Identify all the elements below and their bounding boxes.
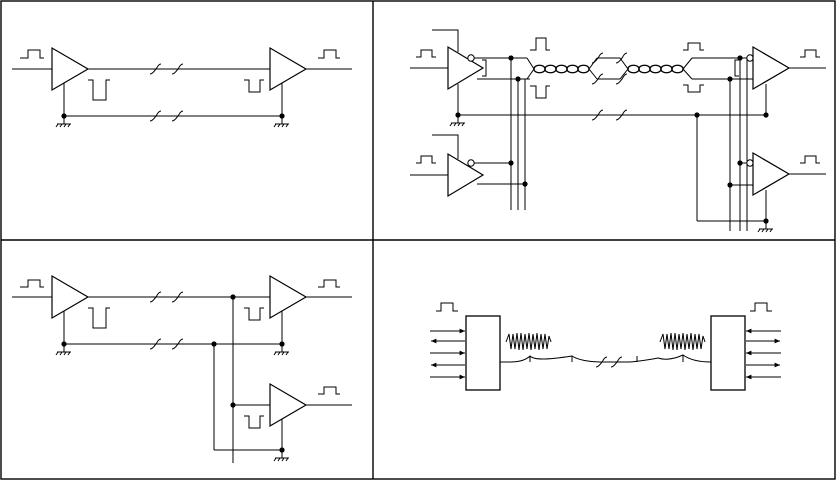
pulse-waveform-icon [530,37,550,51]
inverted-pulse-waveform-icon [683,84,704,93]
inverted-output-circle-icon [467,54,475,62]
ground-symbol-icon [55,116,71,128]
line-break-icon [591,52,628,85]
inverted-pulse-waveform-icon [88,79,110,101]
ground-symbol-icon [273,344,289,356]
enable-line [432,134,459,159]
inverted-pulse-waveform-icon [244,79,264,93]
pulse-waveform-icon [20,279,44,288]
left-device-box [465,315,501,391]
line-break-icon [149,110,184,122]
ground-symbol-icon [449,115,465,127]
right-device-box [710,315,746,391]
input-bracket [734,59,739,77]
inverted-pulse-waveform-icon [244,307,264,321]
pulse-waveform-icon [318,279,340,288]
panel-differential-twisted-pair [410,29,826,233]
inverted-pulse-waveform-icon [88,307,110,329]
receiver-amplifier-icon [269,46,308,92]
pulse-waveform-icon [800,49,820,58]
panel-single-ended-two-receivers [12,274,352,463]
ground-symbol-icon [273,116,289,128]
left-arrow-group [430,328,465,380]
output-bracket [482,59,487,77]
bus-line [500,354,712,363]
receiver-amplifier-icon [269,382,308,428]
panel-single-ended-transmission [12,46,352,128]
ground-symbol-icon [273,450,289,462]
pulse-waveform-icon [416,49,436,58]
receiver-amplifier-icon [752,151,791,197]
line-break-icon [149,338,184,350]
junction-dot-icon [508,160,514,166]
pulse-waveform-icon [436,302,458,312]
inverted-output-circle-icon [467,159,475,167]
junction-dot-icon [522,181,528,187]
twisted-pair-icon [526,57,693,80]
inverted-input-circle-icon [746,54,754,62]
inverted-pulse-waveform-icon [530,85,550,99]
driver-amplifier-icon [51,274,90,320]
pulse-waveform-icon [416,155,436,164]
enable-line [432,29,459,52]
line-break-icon [591,109,628,121]
pulse-waveform-icon [20,49,44,59]
line-break-icon [149,63,184,75]
line-break-icon [149,291,184,303]
ground-symbol-icon [55,344,71,356]
noise-burst-icon [505,332,552,351]
line-break-icon [595,356,623,368]
receiver-amplifier-icon [752,45,791,91]
pulse-waveform-icon [318,386,340,395]
driver-amplifier-icon [51,46,90,92]
junction-dot-icon [763,112,769,118]
inverted-input-circle-icon [746,159,754,167]
driver-amplifier-icon [447,152,485,198]
noise-burst-icon [659,332,706,351]
pulse-waveform-icon [750,302,772,312]
receiver-amplifier-icon [269,274,308,320]
right-arrow-group [746,328,781,380]
inverted-pulse-waveform-icon [244,415,264,429]
ground-symbol-icon [757,221,773,233]
panel-noise-on-parallel-bus [430,302,781,391]
pulse-waveform-icon [683,42,704,51]
pulse-waveform-icon [318,49,340,59]
pulse-waveform-icon [800,155,820,164]
driver-amplifier-icon [447,45,485,91]
